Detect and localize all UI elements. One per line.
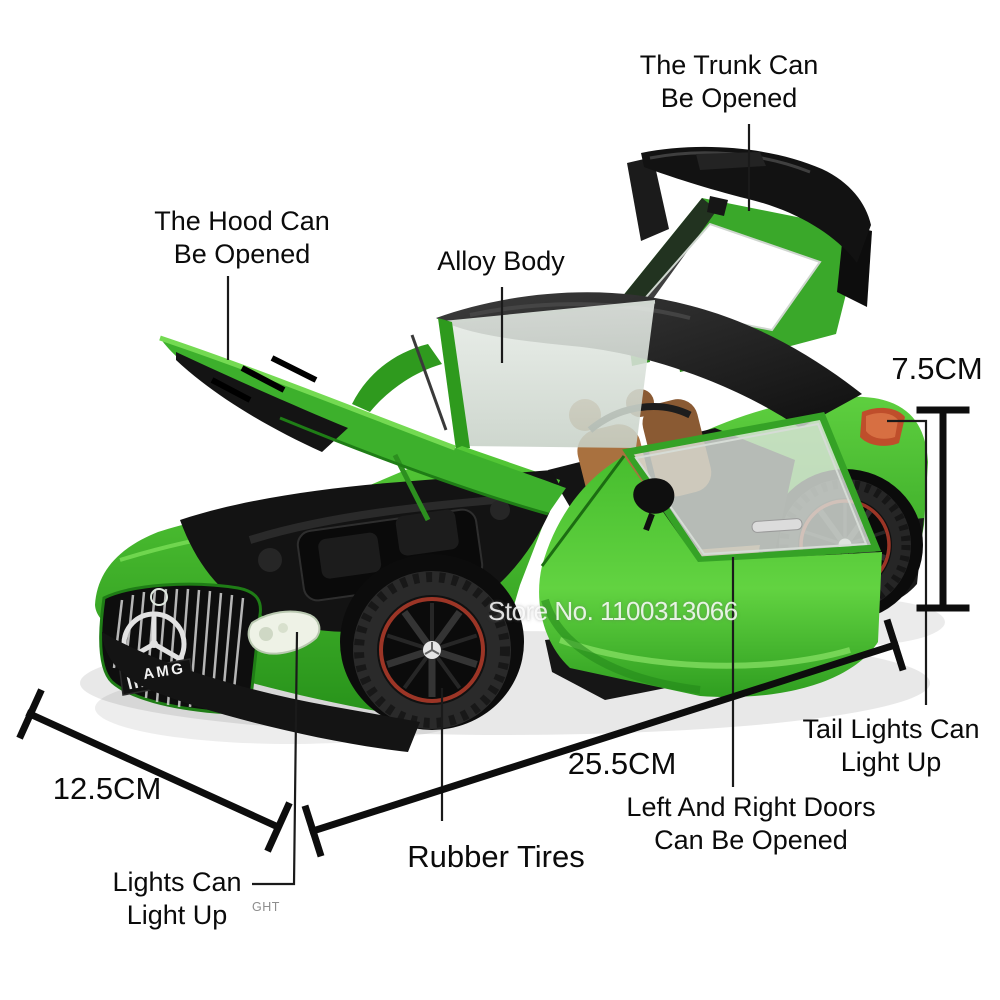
doors-callout-label: Left And Right Doors Can Be Opened — [626, 791, 875, 857]
side-mirror — [633, 478, 675, 514]
hood-callout-line1: The Hood Can — [154, 206, 330, 236]
wiper — [410, 334, 448, 431]
store-number-watermark: Store No. 1100313066 — [488, 596, 738, 626]
front-splitter — [102, 632, 420, 752]
width-dimension-label: 12.5CM — [52, 771, 162, 806]
front-lights-callout-line1: Lights Can — [112, 867, 242, 897]
width-dimension-line — [16, 688, 293, 853]
front-grille — [99, 582, 420, 752]
small-star-icon — [150, 588, 168, 606]
dimension-lines — [16, 406, 970, 858]
front-lights-callout-label: Lights Can Light Up — [112, 866, 241, 932]
wheel-star-icon — [424, 642, 440, 655]
rubber-tires-callout-label: Rubber Tires — [407, 839, 585, 874]
hood-callout-label: The Hood Can Be Opened — [154, 205, 330, 271]
doors-callout-line2: Can Be Opened — [654, 824, 848, 855]
open-hood — [159, 335, 566, 522]
watermark-fragment: GHT — [252, 900, 280, 914]
tail-lights-callout-label: Tail Lights Can Light Up — [802, 713, 979, 779]
tail-lights-callout-line2: Light Up — [840, 746, 942, 777]
trunk-callout-line2: Be Opened — [660, 82, 798, 113]
door-skin — [539, 456, 882, 698]
open-door — [539, 412, 882, 698]
length-dimension-line — [301, 618, 907, 858]
height-dimension-label: 7.5CM — [891, 351, 983, 386]
far-door-tip — [352, 344, 442, 412]
trunk-callout-line1: The Trunk Can — [639, 50, 819, 80]
roof-highlight — [469, 302, 691, 320]
door-handle — [751, 518, 803, 533]
front-lights-leader-line — [252, 631, 299, 886]
windshield — [410, 300, 656, 450]
alloy-body-callout-text: Alloy Body — [437, 246, 565, 276]
front-wheel — [340, 554, 524, 730]
tail-lights-callout-line1: Tail Lights Can — [802, 714, 980, 744]
front-lights-callout-line2: Light Up — [126, 899, 228, 930]
door-window — [628, 416, 876, 560]
doors-callout-line1: Left And Right Doors — [626, 792, 876, 822]
alloy-body-callout-label: Alloy Body — [437, 245, 565, 278]
height-dimension-line — [916, 406, 970, 612]
length-dimension-label: 25.5CM — [567, 746, 677, 781]
hood-callout-line2: Be Opened — [173, 238, 311, 269]
trunk-callout-label: The Trunk Can Be Opened — [640, 49, 819, 115]
